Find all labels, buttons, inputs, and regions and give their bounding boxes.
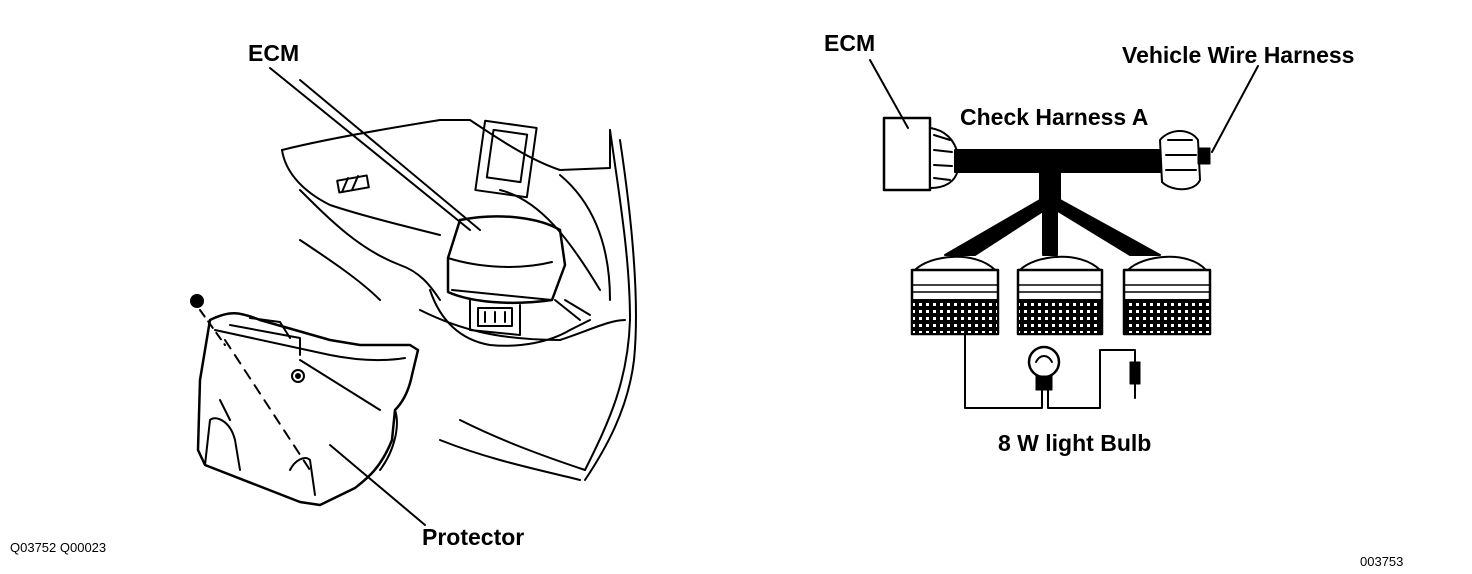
ecm-box (882, 116, 932, 192)
check-harness-label: Check Harness A (960, 104, 1149, 130)
left-illustration (190, 67, 638, 526)
left-ecm-label: ECM (248, 40, 300, 66)
ecm-leader-line (269, 67, 471, 231)
harness-branch-right (1039, 199, 1161, 256)
protector-label: Protector (422, 524, 525, 550)
right-illustration (869, 59, 1259, 409)
ecm-unit (446, 215, 567, 305)
bolt (190, 294, 204, 308)
vehicle-harness-connector (1159, 130, 1201, 191)
connector-block-left (910, 255, 1000, 336)
left-figure-codes: Q03752 Q00023 (10, 540, 107, 555)
connector-block-right (1122, 255, 1212, 336)
connector-block-middle (1016, 255, 1104, 336)
vehicle-wire-harness-label: Vehicle Wire Harness (1122, 42, 1355, 68)
dashboard-outline (281, 119, 611, 171)
dash-switch (336, 174, 370, 194)
bulb-wire-left (964, 333, 1043, 409)
door-edge (584, 129, 631, 471)
right-figure-code: 003753 (1360, 554, 1404, 569)
protector-screw (291, 369, 305, 383)
protector-leader-line (329, 444, 426, 526)
ecm-leader-line-right (869, 59, 909, 129)
light-bulb-icon (1027, 345, 1061, 391)
light-bulb-label: 8 W light Bulb (998, 430, 1152, 456)
harness-trunk (954, 149, 1166, 206)
bulb-wire-right (1047, 349, 1136, 409)
vehicle-harness-leader-line (1211, 65, 1259, 153)
vent-panel (474, 119, 538, 199)
right-ecm-label: ECM (824, 30, 876, 56)
protector-cover (196, 312, 420, 507)
probe-icon (1129, 361, 1141, 399)
